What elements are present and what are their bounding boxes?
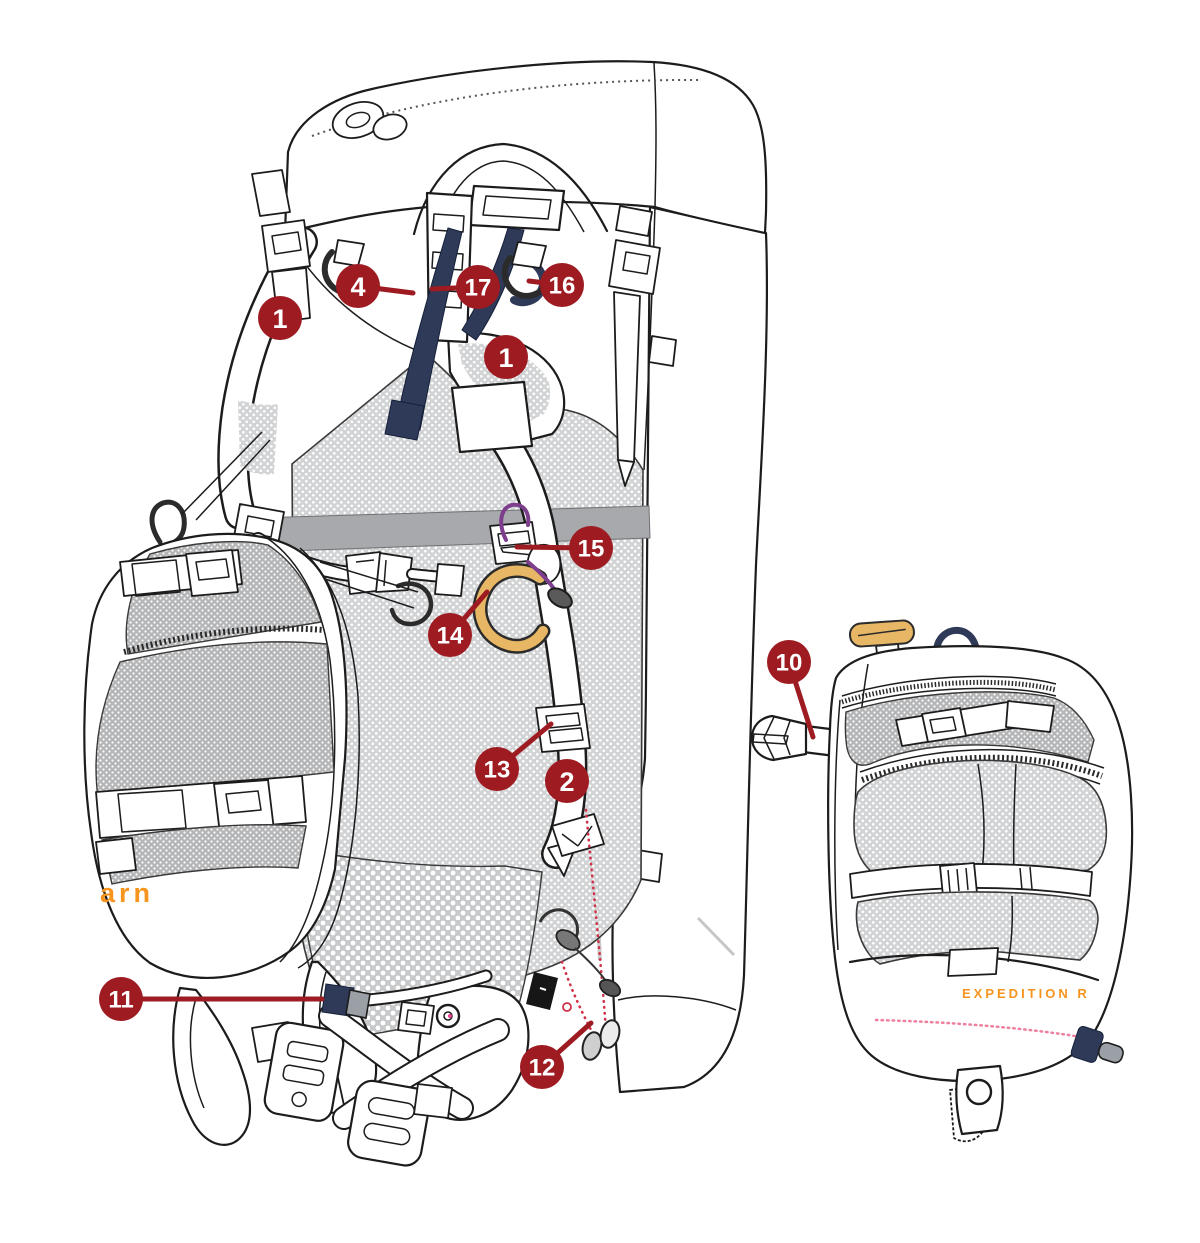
sternum-buckle <box>345 551 465 627</box>
callout-badge <box>99 977 143 1021</box>
pocket-mid-strap <box>95 775 307 839</box>
grommet <box>435 1003 461 1029</box>
cord-lock <box>1070 1026 1124 1064</box>
cord-toggle <box>547 587 573 609</box>
zip-tab <box>526 972 558 1010</box>
callout-badge <box>484 335 528 379</box>
callout-2: 2 <box>545 759 589 803</box>
callout-badge <box>456 265 500 309</box>
callout-number: 15 <box>578 535 605 562</box>
callout-number: 2 <box>559 767 574 797</box>
callout-1: 1 <box>484 335 528 379</box>
haul-loop <box>412 142 609 236</box>
callout-12: 12 <box>520 1020 594 1089</box>
callout-number: 12 <box>529 1054 556 1081</box>
drawcords <box>526 808 622 1061</box>
pocket-top-strap <box>119 549 243 597</box>
pocket-compartment-zipper <box>860 754 1104 783</box>
pocket-top-zipper <box>841 675 1057 709</box>
callout-16: 16 <box>526 263 584 307</box>
callout-number: 16 <box>549 272 576 299</box>
callout-1: 1 <box>258 296 302 340</box>
toggle-handle <box>848 619 915 648</box>
pocket-bottom-tab <box>949 1064 1004 1143</box>
hip-ladder-plate <box>263 1021 345 1122</box>
callout-badge <box>428 613 472 657</box>
callout-13: 13 <box>475 721 554 791</box>
callout-badge <box>545 759 589 803</box>
callout-number: 17 <box>465 274 492 301</box>
callout-number: 11 <box>108 986 133 1013</box>
product-name-label: EXPEDITION R <box>962 986 1090 1001</box>
right-top-tension-strap <box>608 205 661 487</box>
expedition-pocket-illustration: EXPEDITION R <box>750 619 1134 1143</box>
callout-number: 4 <box>350 272 365 302</box>
pack-lid <box>283 60 768 235</box>
chest-hook <box>389 581 434 627</box>
gear-hook <box>472 563 551 654</box>
callout-14: 14 <box>428 589 490 657</box>
pocket-top-strap <box>895 700 1055 747</box>
hip-belt <box>172 960 530 1167</box>
pocket-zipper <box>123 625 325 655</box>
main-pack-illustration: arn <box>83 60 769 1167</box>
hipbelt-pocket-buckle <box>321 969 493 1019</box>
callout-badge <box>767 640 811 684</box>
callout-15: 15 <box>514 526 613 570</box>
brand-logo: arn <box>100 878 154 908</box>
callout-badge <box>569 526 613 570</box>
callout-number: 13 <box>484 756 511 783</box>
callout-number: 10 <box>776 649 803 676</box>
pocket-mid-strap <box>849 862 1093 899</box>
callout-badge <box>258 296 302 340</box>
lid-zipper-pull <box>331 101 408 141</box>
callout-badge <box>475 747 519 791</box>
callout-number: 14 <box>437 622 464 649</box>
callout-number: 1 <box>498 343 513 373</box>
cord-end-toggle <box>581 1031 603 1061</box>
right-d-ring <box>501 241 550 299</box>
callout-11: 11 <box>99 977 325 1021</box>
cord-end-toggle <box>599 1019 621 1049</box>
callout-badge <box>540 263 584 307</box>
stitch-line <box>874 1018 1090 1040</box>
webbing-keeper <box>551 813 605 857</box>
side-strap-tab <box>648 335 677 367</box>
callout-badge <box>520 1045 564 1089</box>
elastic-loop <box>499 502 531 542</box>
callout-badge <box>336 264 380 308</box>
top-harness-hardware <box>251 142 661 487</box>
callout-number: 1 <box>272 304 287 334</box>
callout-17: 17 <box>429 265 500 309</box>
left-balance-pocket: arn <box>83 431 419 979</box>
callout-10: 10 <box>767 640 816 740</box>
callout-4: 4 <box>336 264 416 308</box>
